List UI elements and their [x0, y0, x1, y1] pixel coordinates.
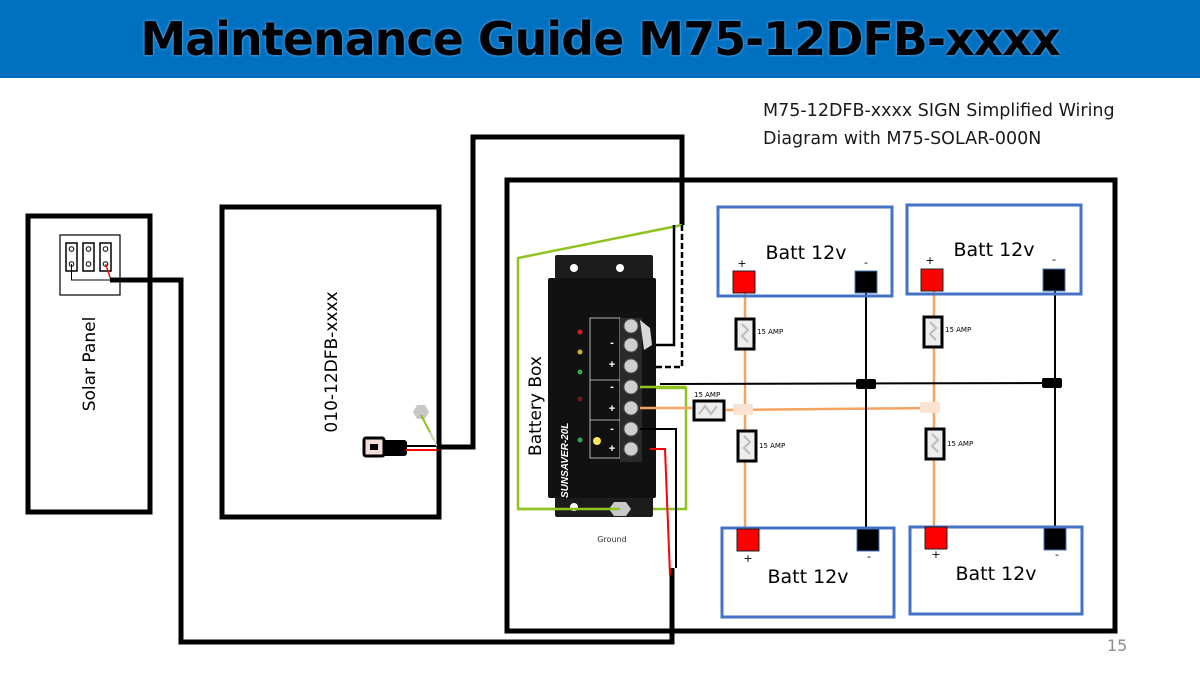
fuse-main: 15 AMP	[692, 391, 726, 422]
negative-sign: -	[867, 550, 871, 563]
positive-terminal	[736, 528, 760, 552]
negative-sign: -	[1052, 253, 1056, 266]
ground-nut	[413, 405, 429, 419]
positive-sign: +	[931, 548, 940, 561]
fuse-label: 15 AMP	[694, 391, 720, 399]
negative-terminal	[856, 528, 880, 552]
battery-box-label: Battery Box	[526, 356, 546, 456]
terminal-load-neg: -	[610, 337, 614, 349]
battery-label: Batt 12v	[953, 239, 1034, 261]
fuse-top-left: 15 AMP	[734, 317, 783, 351]
subtitle-line-1: M75-12DFB-xxxx SIGN Simplified Wiring	[763, 101, 1115, 121]
sign-unit-outline	[219, 204, 442, 520]
battery-box-outline	[504, 177, 1118, 634]
sign-connector	[362, 436, 437, 458]
page-number: 15	[1107, 636, 1128, 655]
fuse-top-right: 15 AMP	[922, 315, 971, 349]
battery-top-left: Batt 12v + -	[716, 205, 894, 298]
negative-bus	[659, 283, 1062, 540]
charge-controller: - + - + - + SUNSAVER-20L	[548, 255, 656, 517]
solar-cable	[110, 277, 675, 645]
ground-label: Ground	[597, 535, 626, 544]
battery-bottom-left: Batt 12v + -	[720, 526, 896, 619]
negative-sign: -	[1055, 548, 1059, 561]
solar-panel-label: Solar Panel	[80, 317, 100, 412]
fuse-bottom-left: 15 AMP	[736, 429, 785, 463]
solar-panel-outline	[25, 213, 153, 515]
positive-sign: +	[925, 254, 934, 267]
fuse-label: 15 AMP	[759, 442, 785, 450]
page-title: Maintenance Guide M75-12DFB-xxxx	[140, 12, 1060, 66]
diagram-subtitle: M75-12DFB-xxxx SIGN Simplified Wiring Di…	[763, 97, 1183, 153]
terminal-batt-pos: +	[609, 403, 615, 415]
controller-brand: SUNSAVER-20L	[560, 423, 571, 498]
solar-negative-wire	[640, 428, 677, 568]
solar-panel: Solar Panel	[25, 213, 153, 515]
fuse-label: 15 AMP	[945, 326, 971, 334]
positive-terminal	[920, 268, 944, 292]
battery-label: Batt 12v	[765, 242, 846, 264]
terminal-batt-neg: -	[610, 381, 614, 393]
positive-sign: +	[743, 552, 752, 565]
negative-terminal	[1043, 527, 1067, 551]
positive-terminal	[924, 526, 948, 550]
positive-terminal	[732, 270, 756, 294]
sign-unit: 010-12DFB-xxxx	[219, 204, 442, 520]
junction-box	[59, 234, 121, 296]
sign-unit-label: 010-12DFB-xxxx	[322, 291, 342, 432]
terminal-load-pos: +	[609, 359, 615, 371]
battery-label: Batt 12v	[767, 566, 848, 588]
negative-sign: -	[864, 256, 868, 269]
fuse-bottom-right: 15 AMP	[924, 427, 973, 461]
solar-positive-wire	[650, 448, 671, 576]
positive-sign: +	[737, 257, 746, 270]
load-cable	[437, 134, 685, 450]
controller-terminals	[620, 318, 652, 462]
terminal-solar-neg: -	[610, 423, 614, 435]
fuse-label: 15 AMP	[947, 440, 973, 448]
load-negative-dashed-wire	[640, 225, 684, 369]
header-bar: Maintenance Guide M75-12DFB-xxxx	[0, 0, 1200, 78]
fuse-label: 15 AMP	[757, 328, 783, 336]
subtitle-line-2: Diagram with M75-SOLAR-000N	[763, 129, 1042, 149]
battery-bottom-right: Batt 12v + -	[908, 525, 1084, 616]
negative-terminal	[854, 270, 878, 294]
battery-label: Batt 12v	[955, 563, 1036, 585]
terminal-solar-pos: +	[609, 443, 615, 455]
battery-top-right: Batt 12v + -	[905, 203, 1083, 296]
negative-terminal	[1042, 268, 1066, 292]
